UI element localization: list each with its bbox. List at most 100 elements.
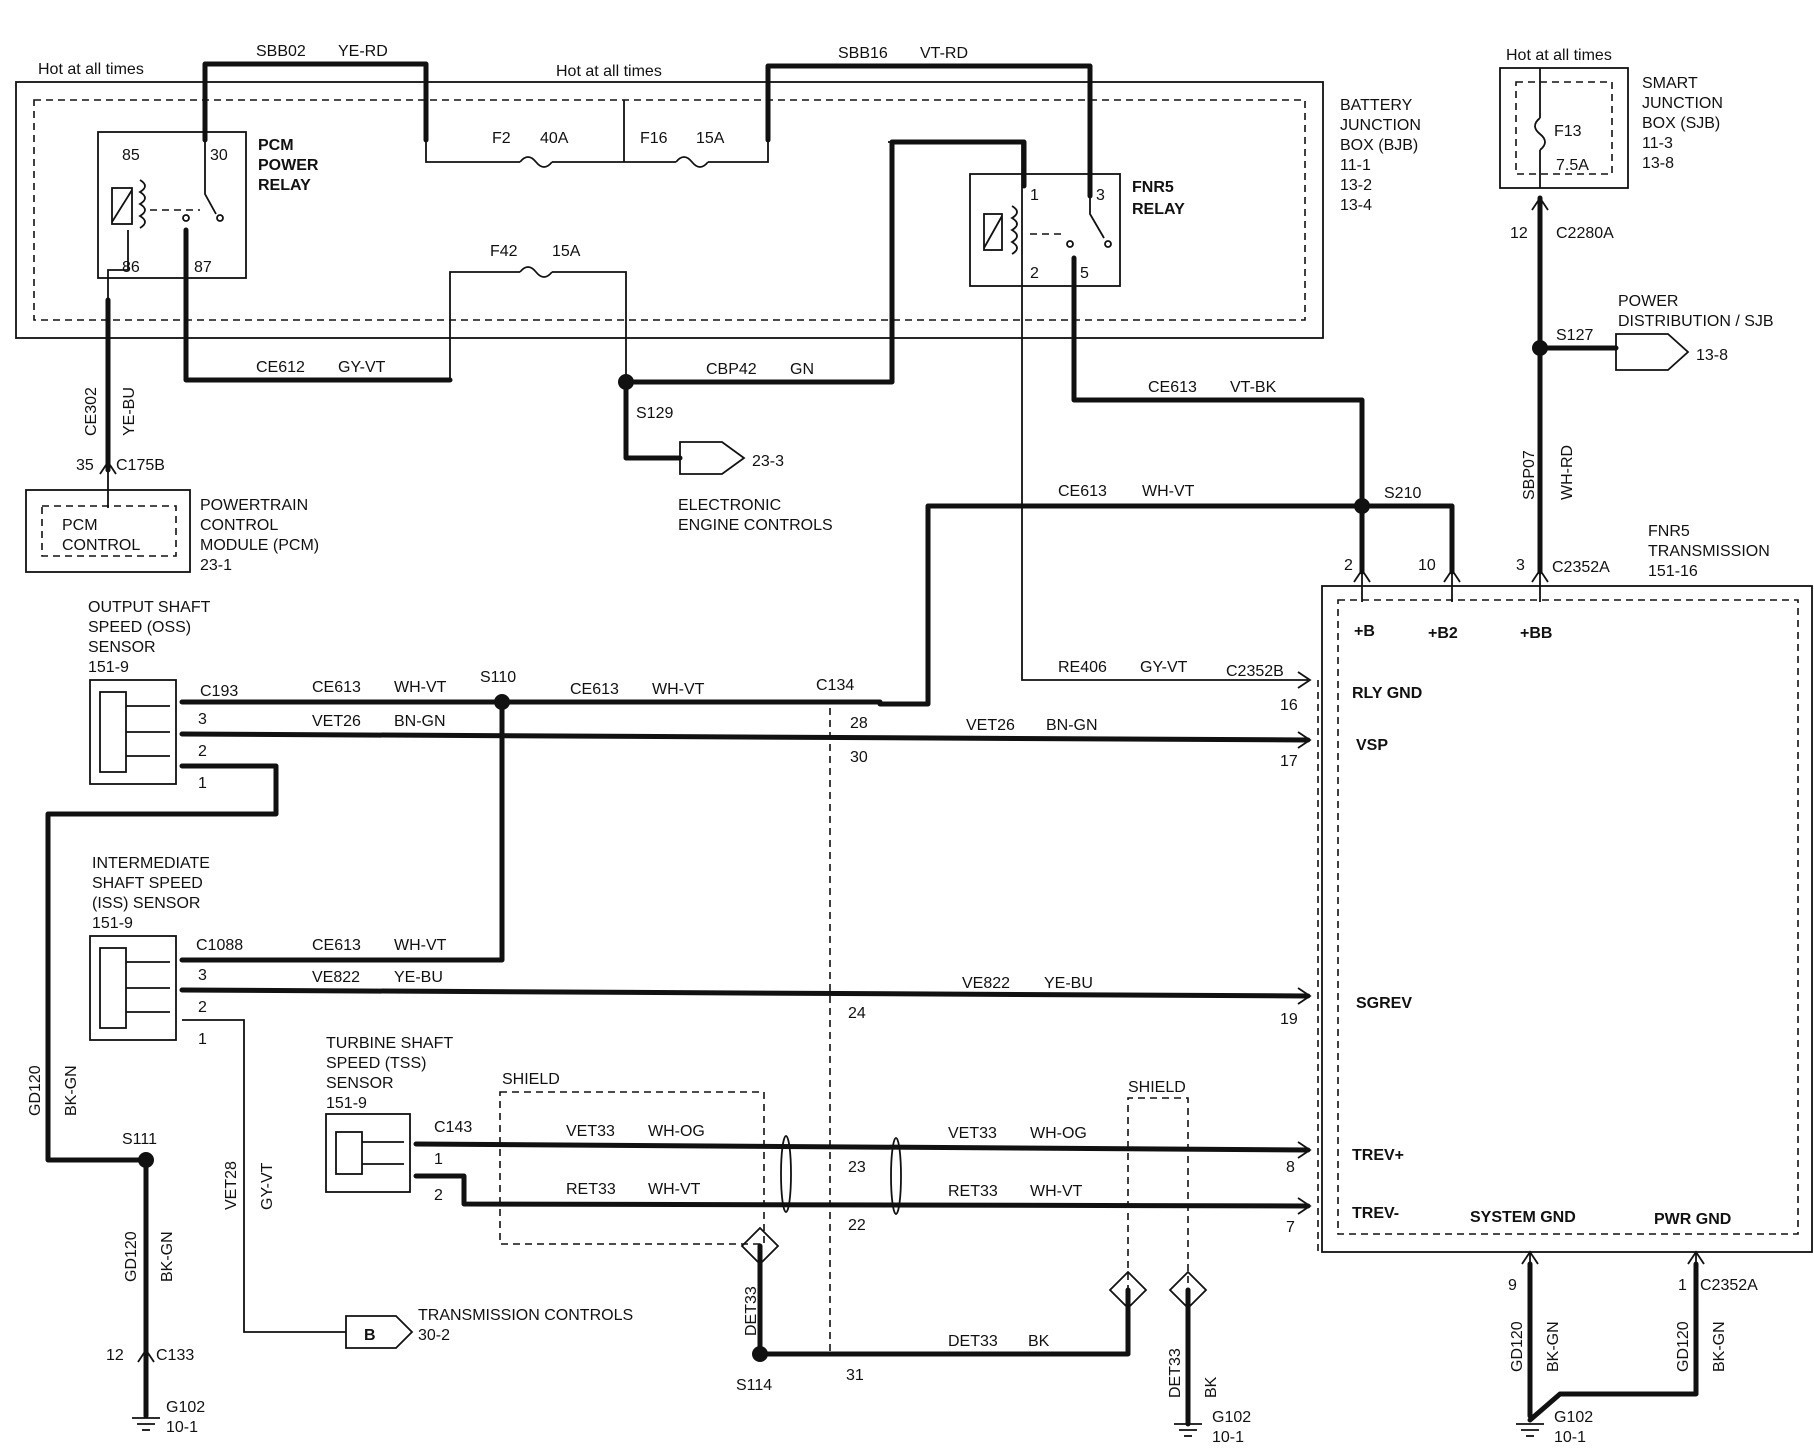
pcm-relay-label-1: PCM [258,137,294,154]
bjb-label-6: 13-4 [1340,197,1372,214]
pcm-relay-label-2: POWER [258,157,319,174]
sjb-conn: C2280A [1556,225,1614,242]
oss-w1-code: CE613 [312,679,361,696]
ve822-pin-24: 24 [848,1005,866,1022]
gd120-right-code: GD120 [1509,1321,1526,1372]
pcm-relay-pin-30: 30 [210,147,228,164]
battery-junction-box: BATTERY JUNCTION BOX (BJB) 11-1 13-2 13-… [15,81,1421,339]
wire-ce613-oss: CE613 WH-VT S110 CE613 WH-VT C134 [179,669,883,963]
ce302-color: YE-BU [121,387,138,436]
iss-w1-color: WH-VT [394,937,447,954]
eec-label-1: ELECTRONIC [678,497,781,514]
wire-vet33: VET33 WH-OG VET33 WH-OG 23 [413,1123,1312,1176]
fnr5-pin-2: 2 [1344,557,1353,574]
iss-label-3: (ISS) SENSOR [92,895,200,912]
iss-conn: C1088 [196,937,243,954]
c133-pin: 12 [106,1347,124,1364]
f16-label: F16 [640,130,668,147]
iss-pin-2: 2 [198,999,207,1016]
fnr5-conn-top: C2352A [1552,559,1610,576]
smart-junction-box: F13 7.5A SMART JUNCTION BOX (SJB) 11-3 1… [1499,67,1723,242]
det33-color2: BK [1028,1333,1050,1350]
tss-label-1: TURBINE SHAFT [326,1035,453,1052]
wire-ret33: RET33 WH-VT RET33 WH-VT 22 [413,1173,1312,1234]
oss-sensor: OUTPUT SHAFT SPEED (OSS) SENSOR 151-9 C1… [88,599,238,792]
twist-marks [780,1135,902,1215]
ret33b-color: WH-VT [1030,1183,1083,1200]
pcm-power-relay: 85 30 86 87 PCM POWER RELAY [97,131,319,279]
vet26a-color: BN-GN [394,713,446,730]
wire-sbb16: SBB16 VT-RD [765,45,1093,199]
re406-code: RE406 [1058,659,1107,676]
gd120-left-color: BK-GN [63,1065,80,1116]
wire-det33: DET33 S114 31 DET33 BK DET33 BK G102 10-… [736,1226,1251,1446]
g102-left-ref: 10-1 [166,1419,198,1436]
fnr5-pb: +B [1354,623,1375,640]
wire-sbb02: SBB02 YE-RD [202,43,429,143]
vet33-pin-23: 23 [848,1159,866,1176]
sjb-label-2: JUNCTION [1642,95,1723,112]
s129-label: S129 [636,405,673,422]
wire-re406 [888,141,1308,681]
bjb-label-2: JUNCTION [1340,117,1421,134]
fnr5-relay-pin-2: 2 [1030,265,1039,282]
hot-label-right: Hot at all times [1506,47,1612,64]
splice-s129 [618,374,634,390]
wire-ve822: VE822 YE-BU VE822 YE-BU 24 [179,969,1312,1022]
fnr5-pbb: +BB [1520,625,1552,642]
det33-code2: DET33 [948,1333,998,1350]
pcm-relay-pin-85: 85 [122,147,140,164]
iss-sensor: INTERMEDIATE SHAFT SPEED (ISS) SENSOR 15… [89,855,447,1048]
vet33b-color: WH-OG [1030,1125,1087,1142]
re406-color: GY-VT [1140,659,1188,676]
sbb16-color: VT-RD [920,45,968,62]
ce302-code: CE302 [83,387,100,436]
pcm-inner-1: PCM [62,517,98,534]
sbb16-code: SBB16 [838,45,888,62]
iss-label-2: SHAFT SPEED [92,875,203,892]
iss-pin-3: 3 [198,967,207,984]
bjb-label-3: BOX (BJB) [1340,137,1418,154]
sjb-pin: 12 [1510,225,1528,242]
iss-w1-code: CE613 [312,937,361,954]
vet33a-color: WH-OG [648,1123,705,1140]
c133-conn: C133 [156,1347,194,1364]
sbb02-color: YE-RD [338,43,388,60]
tss-conn: C143 [434,1119,472,1136]
ce613-mid-code: CE613 [1058,483,1107,500]
gd120-right-code2: GD120 [1675,1321,1692,1372]
iss-label-1: INTERMEDIATE [92,855,210,872]
c134-label: C134 [816,677,854,694]
wire-ce302: CE302 YE-BU 35 C175B [76,230,165,508]
vet26-pin-30: 30 [850,749,868,766]
pcm-relay-pin-86: 86 [122,259,140,276]
fnr5-relay-label-1: FNR5 [1132,179,1174,196]
g102-right-ref: 10-1 [1554,1429,1586,1446]
gd120-right-color2: BK-GN [1711,1321,1728,1372]
ret33-pin-22: 22 [848,1217,866,1234]
oss-w1-color: WH-VT [394,679,447,696]
fnr5-relay-pin-5: 5 [1080,265,1089,282]
oss-w1b-code: CE613 [570,681,619,698]
ce302-conn: C175B [116,457,165,474]
ce613-top-color: VT-BK [1230,379,1277,396]
re406-conn: C2352B [1226,663,1284,680]
tss-label-3: SENSOR [326,1075,394,1092]
shield2-label: SHIELD [1128,1079,1186,1096]
wire-ce612: CE612 GY-VT [183,227,453,383]
fnr5-label-3: 151-16 [1648,563,1698,580]
det33-code: DET33 [743,1286,760,1336]
oss-label-2: SPEED (OSS) [88,619,191,636]
pcm-label-1: POWERTRAIN [200,497,308,514]
splice-s210 [1354,498,1370,514]
hot-label-left: Hot at all times [38,61,144,78]
ret33a-color: WH-VT [648,1181,701,1198]
vet28-label: TRANSMISSION CONTROLS [418,1307,633,1324]
fuse-f2-f16-bus: F2 40A F16 15A [425,100,769,168]
ve822b-code: VE822 [962,975,1010,992]
pcm-label-2: CONTROL [200,517,278,534]
g102-mid-ref: 10-1 [1212,1429,1244,1446]
vet28-code: VET28 [223,1161,240,1210]
det33-pin-31: 31 [846,1367,864,1384]
fnr5-vsp: VSP [1356,737,1388,754]
